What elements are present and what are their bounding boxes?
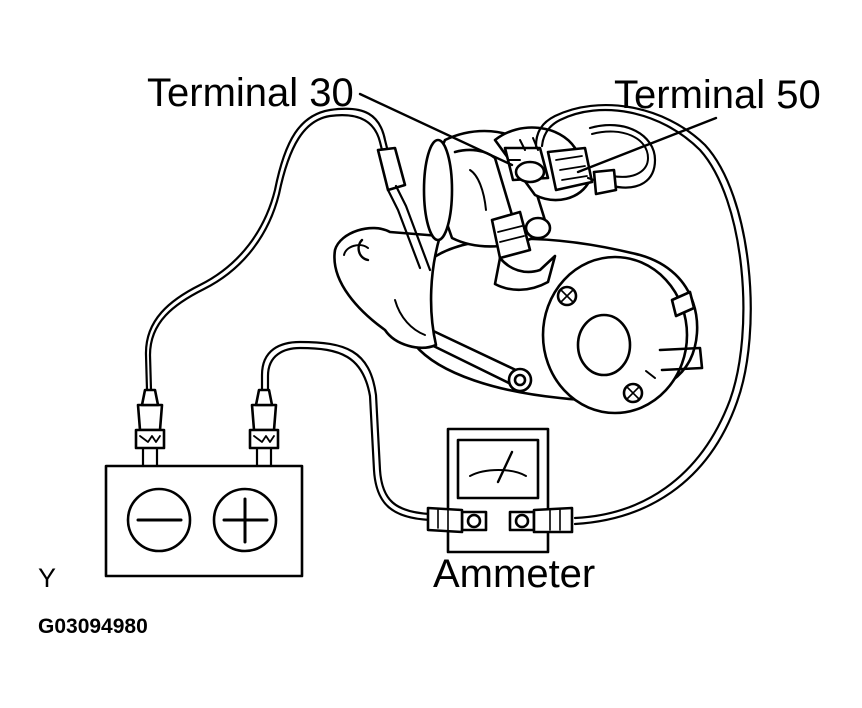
terminal-30-label: Terminal 30 [147,71,354,115]
terminal-30-leader [358,92,514,167]
terminal-50-label: Terminal 50 [614,73,821,117]
figure-code: G03094980 [38,615,148,638]
ammeter-needle-icon [496,450,514,484]
ammeter-label: Ammeter [433,552,596,596]
ammeter-to-terminal-30-lead [540,108,745,520]
positive-lead [260,340,432,516]
terminal-50-lead [586,123,657,189]
alligator-clip-icon [134,388,166,450]
view-mark: Y [38,563,57,593]
negative-lead [144,107,392,427]
terminal-50-leader [576,116,718,174]
starter-motor [333,126,704,415]
ammeter [426,427,574,554]
battery [104,438,304,578]
